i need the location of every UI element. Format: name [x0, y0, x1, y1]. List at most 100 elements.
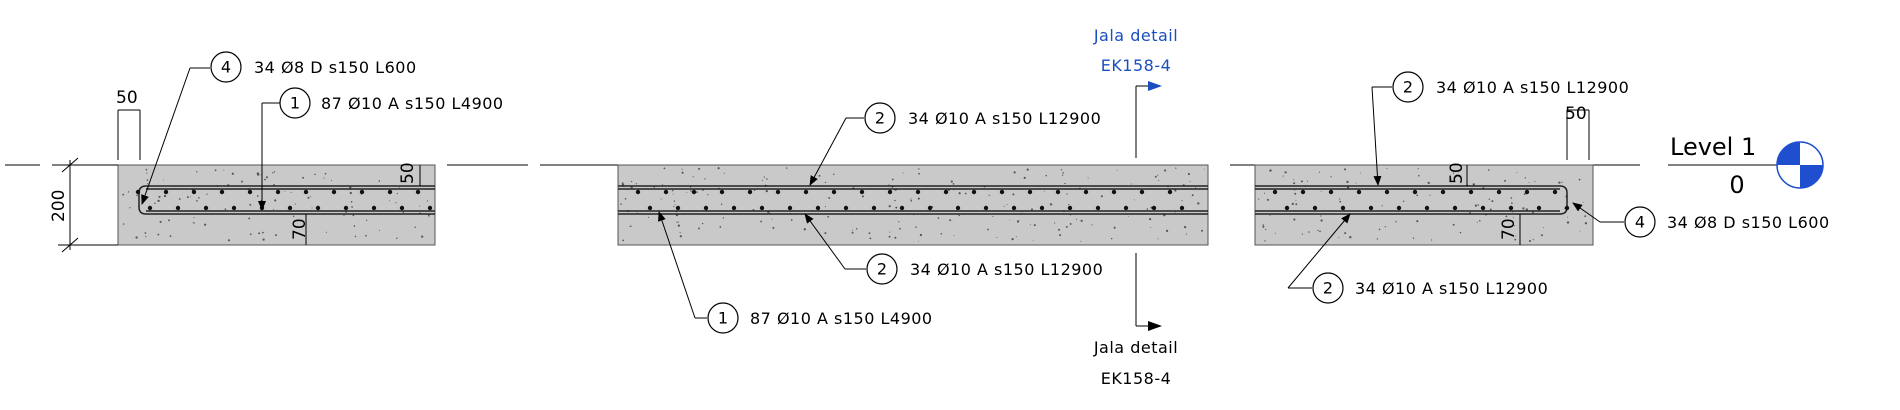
aggregate-dot	[785, 167, 788, 169]
aggregate-dot	[1265, 228, 1267, 231]
aggregate-dot	[1264, 240, 1266, 242]
aggregate-dot	[918, 172, 920, 175]
aggregate-dot	[828, 196, 831, 199]
aggregate-dot	[824, 206, 826, 208]
level-marker[interactable]: Level 1 0	[1668, 133, 1824, 199]
aggregate-dot	[1514, 238, 1517, 241]
aggregate-dot	[1359, 172, 1361, 174]
aggregate-dot	[1201, 229, 1203, 232]
aggregate-dot	[1080, 219, 1083, 222]
rebar-section-dot	[359, 189, 365, 195]
rebar-section-dot	[843, 205, 849, 211]
rebar-tag-4-right: 4 34 Ø8 D s150 L600	[1624, 206, 1829, 238]
section-title: Jala detail	[1093, 338, 1178, 357]
rebar-section-dot	[1067, 205, 1073, 211]
rebar-section-dot	[1496, 189, 1502, 195]
aggregate-dot	[662, 183, 664, 185]
rebar-section-dot	[915, 189, 921, 195]
aggregate-dot	[1149, 218, 1152, 221]
section-ref: EK158-4	[1101, 369, 1172, 388]
aggregate-dot	[1338, 237, 1340, 239]
aggregate-dot	[1189, 180, 1191, 182]
dim-cover-top-right: 50	[1565, 104, 1587, 124]
aggregate-dot	[330, 179, 333, 182]
aggregate-dot	[851, 231, 854, 234]
rebar-section-dot	[331, 189, 337, 195]
section-arrow-icon	[1148, 321, 1162, 331]
rebar-section-dot	[691, 189, 697, 195]
rebar-section-dot	[787, 205, 793, 211]
aggregate-dot	[1294, 189, 1296, 191]
tag-number: 2	[1403, 78, 1413, 97]
aggregate-dot	[399, 187, 401, 189]
aggregate-dot	[1339, 198, 1341, 200]
aggregate-dot	[889, 231, 891, 233]
aggregate-dot	[366, 219, 368, 222]
tag-number: 2	[875, 109, 885, 128]
aggregate-dot	[1378, 228, 1381, 231]
rebar-section-dot	[315, 205, 321, 211]
aggregate-dot	[249, 203, 252, 206]
aggregate-dot	[766, 178, 768, 180]
aggregate-dot	[1293, 179, 1295, 181]
aggregate-dot	[1157, 238, 1159, 240]
aggregate-dot	[620, 203, 622, 205]
aggregate-dot	[426, 200, 429, 202]
aggregate-dot	[1584, 222, 1588, 225]
aggregate-dot	[241, 180, 243, 183]
aggregate-dot	[1058, 228, 1061, 231]
aggregate-dot	[1528, 181, 1530, 183]
aggregate-dot	[1013, 171, 1016, 174]
aggregate-dot	[1059, 234, 1062, 237]
aggregate-dot	[264, 178, 266, 181]
aggregate-dot	[196, 199, 198, 202]
aggregate-dot	[952, 183, 955, 185]
aggregate-dot	[1187, 173, 1190, 176]
aggregate-dot	[895, 206, 898, 209]
aggregate-dot	[1417, 168, 1419, 170]
aggregate-dot	[891, 178, 894, 181]
rebar-section-dot	[1083, 189, 1089, 195]
aggregate-dot	[1317, 229, 1319, 232]
section-mark-bottom[interactable]: Jala detail EK158-4	[1093, 253, 1178, 388]
aggregate-dot	[272, 172, 274, 174]
rebar-section-dot	[1284, 205, 1290, 211]
aggregate-dot	[1062, 172, 1064, 174]
rebar-section-dot	[1340, 205, 1346, 211]
aggregate-dot	[1060, 169, 1063, 171]
aggregate-dot	[1262, 225, 1265, 228]
aggregate-dot	[136, 194, 138, 197]
aggregate-dot	[917, 197, 920, 200]
aggregate-dot	[1308, 231, 1310, 233]
aggregate-dot	[1154, 175, 1157, 178]
aggregate-dot	[772, 226, 775, 229]
rebar-section-dot	[815, 205, 821, 211]
aggregate-dot	[673, 205, 675, 208]
aggregate-dot	[1029, 224, 1031, 226]
rebar-section-dot	[1412, 189, 1418, 195]
aggregate-dot	[818, 174, 821, 177]
rebar-tag-2-right-top: 2 34 Ø10 A s150 L12900	[1392, 71, 1629, 103]
aggregate-dot	[1452, 172, 1455, 174]
aggregate-dot	[1522, 207, 1525, 210]
aggregate-dot	[1412, 237, 1415, 239]
aggregate-dot	[1566, 221, 1570, 224]
aggregate-dot	[899, 227, 901, 230]
aggregate-dot	[1542, 227, 1544, 229]
rebar-section-dot	[135, 189, 141, 195]
aggregate-dot	[673, 200, 676, 202]
aggregate-dot	[157, 233, 160, 236]
aggregate-dot	[827, 215, 830, 218]
aggregate-dot	[647, 216, 650, 218]
rebar-tag-1-bottom: 1 87 Ø10 A s150 L4900	[707, 302, 932, 334]
aggregate-dot	[915, 226, 917, 228]
aggregate-dot	[192, 222, 195, 224]
section-link-ref[interactable]: EK158-4	[1101, 56, 1172, 75]
aggregate-dot	[1300, 180, 1303, 183]
aggregate-dot	[717, 167, 720, 170]
aggregate-dot	[186, 196, 189, 199]
section-mark-top[interactable]: Jala detail EK158-4	[1093, 26, 1178, 158]
aggregate-dot	[1293, 182, 1296, 185]
section-link-title[interactable]: Jala detail	[1093, 26, 1178, 45]
aggregate-dot	[1175, 167, 1177, 169]
